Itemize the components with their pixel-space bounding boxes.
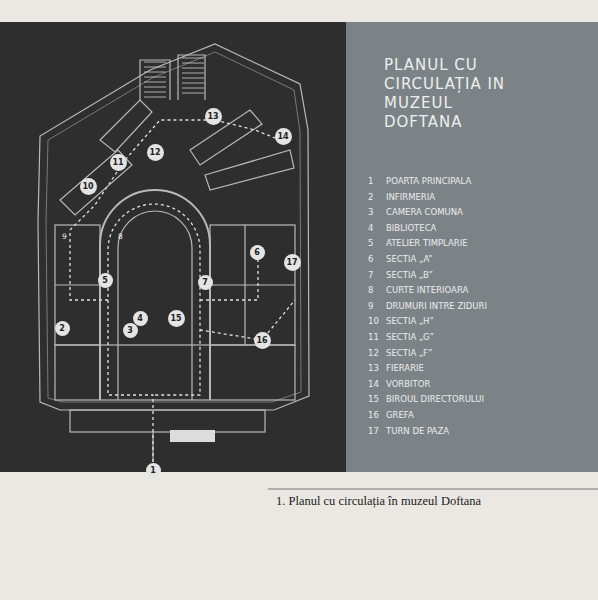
legend-text: POARTA PRINCIPALA — [386, 176, 471, 186]
callout-number: 14 — [277, 132, 288, 141]
plan-walls — [38, 44, 309, 462]
cell-line — [144, 97, 166, 98]
legend-text: INFIRMERIA — [386, 192, 435, 202]
callout-number: 17 — [286, 258, 297, 267]
legend-number: 3 — [368, 207, 373, 217]
callout-number: 5 — [102, 276, 108, 285]
legend-number: 10 — [368, 316, 379, 326]
cell-line — [144, 82, 166, 83]
legend-number: 6 — [368, 254, 373, 264]
callout-number: 2 — [59, 324, 65, 333]
callout-number: 15 — [170, 314, 181, 323]
legend-text: CURTE INTERIOARA — [386, 285, 468, 295]
cell-line — [182, 88, 204, 89]
cell-line — [144, 77, 166, 78]
figure-caption: 1. Planul cu circulația în muzeul Doftan… — [276, 494, 481, 509]
legend-number: 15 — [368, 394, 379, 404]
legend-text: VORBITOR — [386, 379, 430, 389]
legend-text: CAMERA COMUNA — [386, 207, 463, 217]
cell-line — [144, 72, 166, 73]
callout-number: 10 — [82, 182, 93, 191]
legend-panel — [346, 22, 598, 472]
legend-text: GREFA — [386, 410, 414, 420]
legend-number: 13 — [368, 363, 379, 373]
callout-number: 13 — [207, 112, 218, 121]
callout-circle: 14 — [275, 128, 292, 145]
callout-circle: 15 — [168, 310, 185, 327]
cell-line — [144, 67, 166, 68]
callout-circle: 13 — [205, 108, 222, 125]
callout-circle: 3 — [123, 323, 138, 338]
legend-number: 16 — [368, 410, 379, 420]
cell-line — [144, 62, 166, 63]
callout-number: 3 — [127, 326, 133, 335]
legend-number: 1 — [368, 176, 373, 186]
caption-rule — [268, 489, 598, 490]
callout-circle: 4 — [133, 311, 148, 326]
cell-line — [182, 83, 204, 84]
legend-number: 12 — [368, 348, 379, 358]
callout-circle: 1 — [146, 463, 161, 478]
legend-text: FIERARIE — [386, 363, 424, 373]
circulation-route — [70, 120, 295, 462]
legend-title: PLANUL CU CIRCULAȚIA IN MUZEUL DOFTANA — [384, 56, 534, 132]
legend-number: 11 — [368, 332, 379, 342]
legend-text: BIBLIOTECA — [386, 223, 436, 233]
callout-number: 16 — [256, 336, 267, 345]
legend-text: SECTIA „B” — [386, 270, 433, 280]
callout-circle: 6 — [250, 245, 265, 260]
legend-text: TURN DE PAZA — [386, 426, 449, 436]
legend-number: 5 — [368, 238, 373, 248]
cell-line — [182, 58, 204, 59]
cell-line — [182, 63, 204, 64]
legend-number: 4 — [368, 223, 373, 233]
cell-line — [182, 78, 204, 79]
legend-text: ATELIER TIMPLARIE — [386, 238, 468, 248]
cell-line — [144, 92, 166, 93]
legend-number: 7 — [368, 270, 373, 280]
cell-line — [182, 93, 204, 94]
legend-number: 8 — [368, 285, 373, 295]
cell-line — [182, 73, 204, 74]
cell-line — [144, 87, 166, 88]
callout-number: 6 — [254, 248, 260, 257]
callout-number: 1 — [150, 466, 156, 475]
legend-number: 17 — [368, 426, 379, 436]
plan-label: 8 — [118, 232, 123, 241]
callout-circle: 5 — [98, 273, 113, 288]
callout-number: 11 — [112, 158, 123, 167]
callout-circle: 17 — [284, 254, 301, 271]
legend-text: SECTIA „H” — [386, 316, 434, 326]
cell-rows — [144, 58, 204, 97]
callout-number: 4 — [137, 314, 143, 323]
legend-text: SECTIA „G” — [386, 332, 434, 342]
plan-label: 9 — [62, 232, 67, 241]
legend-text: SECTIA „A” — [386, 254, 433, 264]
legend-number: 9 — [368, 301, 373, 311]
legend-text: BIROUL DIRECTORULUI — [386, 394, 484, 404]
callout-circle: 11 — [110, 154, 127, 171]
legend-text: SECTIA „F” — [386, 348, 432, 358]
photo-panel — [0, 22, 598, 472]
cell-line — [182, 68, 204, 69]
callout-number: 12 — [149, 148, 160, 157]
callout-circle: 10 — [80, 178, 97, 195]
callout-circle: 16 — [254, 332, 271, 349]
callout-circle: 7 — [198, 275, 213, 290]
callout-number: 7 — [202, 278, 208, 287]
callout-circle: 2 — [55, 321, 70, 336]
legend-number: 2 — [368, 192, 373, 202]
legend-number: 14 — [368, 379, 379, 389]
callout-circle: 12 — [147, 144, 164, 161]
legend-text: DRUMURI INTRE ZIDURI — [386, 301, 487, 311]
